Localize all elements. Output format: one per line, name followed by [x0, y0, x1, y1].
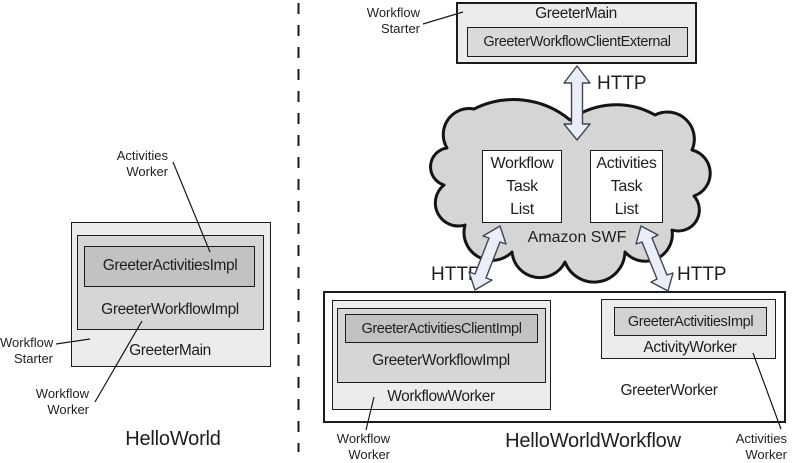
amazon-swf-cloud: [429, 98, 712, 284]
activities-task-list-label: Activities Task List: [596, 155, 657, 218]
starter-workflow-starter-callout: Workflow Starter: [366, 5, 420, 36]
left-workflow-worker-callout: Workflow Worker: [35, 386, 89, 417]
left-activities-worker-callout: Activities Worker: [116, 148, 168, 179]
left-greeteractivitiesimpl-box: [84, 246, 255, 287]
left-greeterworkflowimpl-label: GreeterWorkflowImpl: [101, 301, 239, 318]
amazon-swf-label: Amazon SWF: [527, 229, 627, 246]
left-diagram-title: HelloWorld: [125, 428, 221, 450]
http-right-label: HTTP: [677, 264, 727, 285]
left-greetermain-label: GreeterMain: [129, 342, 211, 359]
workflow-task-list-label: Workflow Task List: [490, 155, 554, 218]
right-greeterworkflowimpl-label: GreeterWorkflowImpl: [372, 352, 510, 369]
left-workflow-starter-callout: Workflow Starter: [0, 335, 54, 366]
greeteractivitiesclientimpl-label: GreeterActivitiesClientImpl: [361, 321, 522, 337]
http-left-label: HTTP: [431, 264, 481, 285]
greeteractivitiesclientimpl-box: [345, 314, 538, 343]
right-greeteractivitiesimpl-label: GreeterActivitiesImpl: [627, 314, 754, 330]
activityworker-label: ActivityWorker: [643, 339, 737, 356]
greeterworkflowclientexternal-box: [467, 27, 688, 57]
http-top-label: HTTP: [597, 73, 647, 94]
workflowworker-label: WorkflowWorker: [387, 388, 495, 405]
bottom-activities-worker-callout: Activities Worker: [735, 431, 787, 462]
greeterworker-label: GreeterWorker: [620, 382, 718, 399]
activities-task-list-box: [590, 150, 663, 223]
left-greeteractivitiesimpl-label: GreeterActivitiesImpl: [102, 257, 238, 274]
workflow-task-list-box: [482, 150, 562, 223]
right-diagram-title: HelloWorldWorkflow: [505, 430, 681, 452]
greeterworkflowclientexternal-label: GreeterWorkflowClientExternal: [483, 34, 671, 50]
starter-greetermain-label: GreeterMain: [535, 5, 617, 22]
right-greeteractivitiesimpl-box: [614, 307, 767, 336]
bottom-workflow-worker-callout: Workflow Worker: [336, 431, 390, 462]
